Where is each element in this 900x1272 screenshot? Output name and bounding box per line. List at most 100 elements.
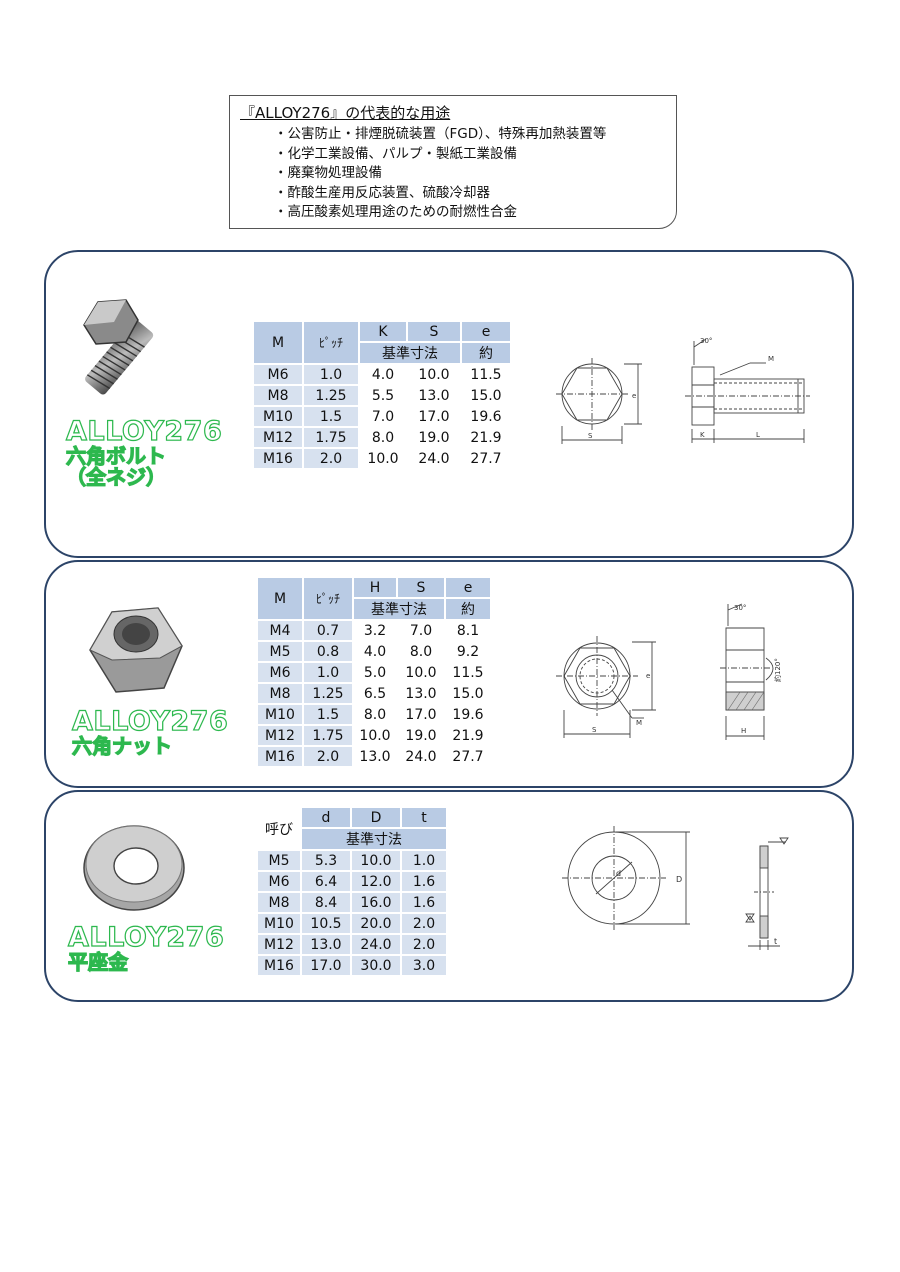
value-cell: 5.3 [302, 851, 350, 870]
hex-nut-side-drawing: 30° 約120° H [720, 603, 782, 740]
size-cell: M10 [254, 407, 302, 426]
value-cell: 8.4 [302, 893, 350, 912]
value-cell: 13.0 [398, 684, 444, 703]
size-cell: M12 [258, 935, 300, 954]
value-cell: 2.0 [402, 935, 446, 954]
size-cell: M16 [254, 449, 302, 468]
hex-nut-front-drawing: e M S [556, 636, 656, 738]
hex-bolt-type-label: 六角ボルト [65, 444, 166, 469]
dim-angle-label: 30° [734, 604, 746, 612]
value-cell: 5.0 [354, 663, 396, 682]
value-cell: 7.0 [398, 621, 444, 640]
dim-t-label: t [774, 937, 777, 946]
hex-bolt-title: ALLOY276 六角ボルト （全ネジ） [65, 417, 222, 490]
approx-header: 約 [446, 599, 490, 619]
value-cell: 1.6 [402, 872, 446, 891]
hex-nut-title: ALLOY276 六角ナット [71, 706, 229, 758]
hex-bolt-thread-label: （全ネジ） [65, 465, 166, 490]
hex-nut-alloy-name: ALLOY276 [71, 706, 229, 737]
value-cell: 8.0 [354, 705, 396, 724]
col-header-e: e [462, 322, 510, 341]
flat-washer-alloy-name: ALLOY276 [67, 922, 225, 953]
hex-nut-photo [89, 607, 183, 693]
value-cell: 15.0 [462, 386, 510, 405]
usage-box: 『ALLOY276』の代表的な用途 ・公害防止・排煙脱硫装置（FGD）、特殊再加… [229, 95, 677, 229]
usage-title: 『ALLOY276』の代表的な用途 [240, 104, 451, 122]
value-cell: 1.0 [304, 365, 358, 384]
value-cell: 17.0 [398, 705, 444, 724]
col-header-m: M [258, 578, 302, 619]
usage-item: ・化学工業設備、パルプ・製紙工業設備 [274, 145, 517, 162]
flat-washer-photo [83, 825, 185, 911]
usage-item: ・廃棄物処理設備 [274, 165, 382, 181]
col-header-s: S [408, 322, 460, 341]
value-cell: 27.7 [462, 449, 510, 468]
value-cell: 13.0 [302, 935, 350, 954]
value-cell: 10.0 [398, 663, 444, 682]
value-cell: 19.6 [462, 407, 510, 426]
value-cell: 1.5 [304, 407, 358, 426]
hex-bolt-side-drawing: 30° M K L [685, 337, 810, 443]
flat-washer-type-label: 平座金 [67, 950, 128, 975]
dim-s-label: S [588, 432, 593, 440]
size-cell: M16 [258, 956, 300, 975]
size-cell: M8 [258, 893, 300, 912]
value-cell: 13.0 [408, 386, 460, 405]
value-cell: 27.7 [446, 747, 490, 766]
dim-e-label: e [646, 672, 650, 680]
size-cell: M12 [258, 726, 302, 745]
value-cell: 1.6 [402, 893, 446, 912]
value-cell: 5.5 [360, 386, 406, 405]
dim-angle-label: 30° [700, 337, 712, 345]
col-header-e: e [446, 578, 490, 597]
value-cell: 20.0 [352, 914, 400, 933]
standard-dimension-header: 基準寸法 [354, 599, 444, 619]
value-cell: 8.0 [398, 642, 444, 661]
size-cell: M5 [258, 851, 300, 870]
value-cell: 2.0 [304, 747, 352, 766]
value-cell: 1.5 [304, 705, 352, 724]
flat-washer-front-drawing: d D [562, 826, 690, 930]
value-cell: 9.2 [446, 642, 490, 661]
value-cell: 3.0 [402, 956, 446, 975]
value-cell: 10.5 [302, 914, 350, 933]
hex-bolt-front-drawing: S e [556, 358, 642, 444]
size-cell: M16 [258, 747, 302, 766]
approx-header: 約 [462, 343, 510, 363]
value-cell: 6.4 [302, 872, 350, 891]
value-cell: 24.0 [398, 747, 444, 766]
flat-washer-side-drawing: t [745, 837, 789, 950]
col-header-m: M [254, 322, 302, 363]
value-cell: 10.0 [354, 726, 396, 745]
col-header-k: K [360, 322, 406, 341]
value-cell: 8.1 [446, 621, 490, 640]
value-cell: 16.0 [352, 893, 400, 912]
dim-l-label: L [756, 431, 760, 439]
value-cell: 19.0 [398, 726, 444, 745]
size-cell: M10 [258, 705, 302, 724]
size-cell: M6 [258, 872, 300, 891]
dim-chamfer-label: 約120° [773, 658, 782, 682]
standard-dimension-header: 基準寸法 [360, 343, 460, 363]
col-header-nominal: 呼び [258, 808, 300, 849]
value-cell: 6.5 [354, 684, 396, 703]
size-cell: M5 [258, 642, 302, 661]
value-cell: 13.0 [354, 747, 396, 766]
usage-item: ・酢酸生産用反応装置、硫酸冷却器 [274, 184, 490, 201]
value-cell: 17.0 [408, 407, 460, 426]
value-cell: 10.0 [360, 449, 406, 468]
value-cell: 3.2 [354, 621, 396, 640]
